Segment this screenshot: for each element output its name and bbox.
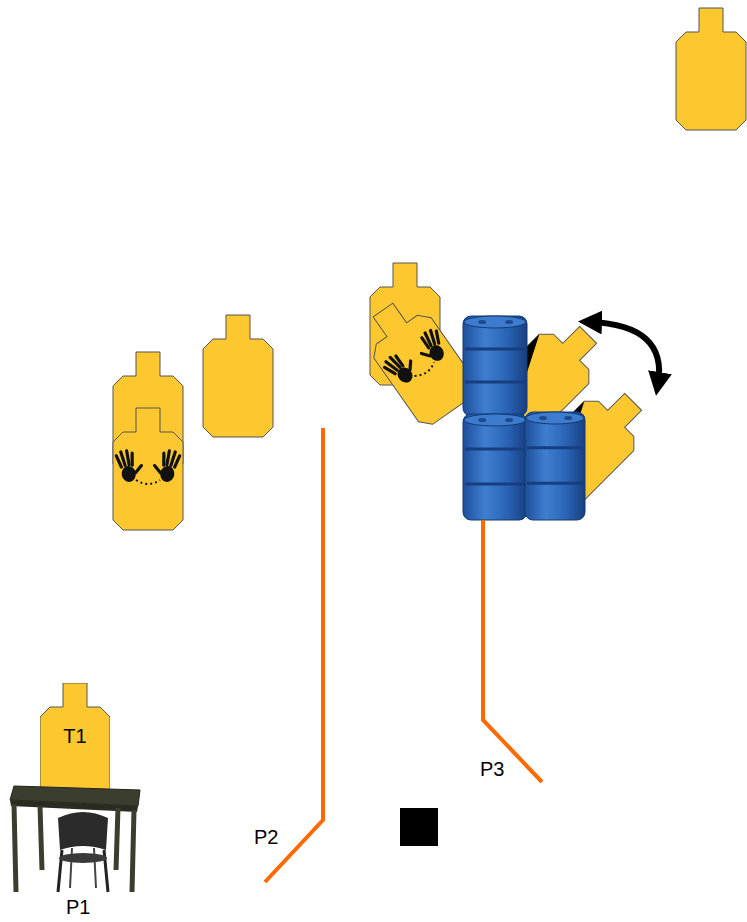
- hand-print: [414, 328, 448, 366]
- position-label: P2: [254, 826, 278, 849]
- barrel: [463, 414, 527, 520]
- fault-line: [265, 428, 323, 882]
- no-shoot-target: [113, 408, 183, 530]
- barrel: [525, 412, 585, 520]
- shoot-target: [676, 8, 746, 130]
- hand-print: [116, 449, 144, 484]
- fault-line: [483, 520, 542, 782]
- target-label: T1: [40, 683, 110, 748]
- dotted-line: [414, 362, 436, 379]
- barrel: [463, 316, 527, 416]
- position-label: P3: [480, 758, 504, 781]
- position-label: P1: [66, 896, 90, 919]
- hand-print: [382, 349, 420, 387]
- target-node: T1: [40, 683, 110, 805]
- start-position: [400, 808, 438, 846]
- dotted-line: [136, 480, 160, 484]
- shoot-target: [203, 315, 273, 437]
- hand-print: [152, 449, 180, 484]
- swing-arrow: [590, 322, 659, 384]
- chair: [58, 812, 108, 892]
